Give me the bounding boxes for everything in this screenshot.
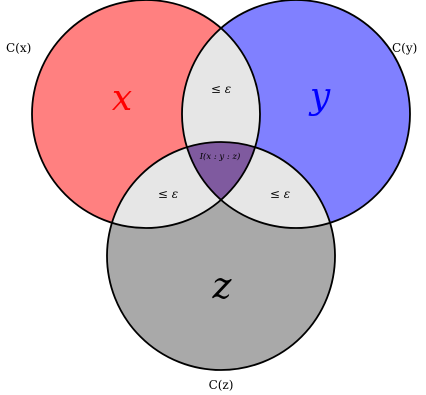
label-x: x	[112, 78, 132, 119]
label-z: z	[212, 266, 233, 307]
label-xz-bound: ≤ ε	[158, 187, 178, 201]
outline-y	[181, 0, 411, 229]
label-y: y	[308, 76, 331, 117]
label-cy: C(y)	[392, 41, 417, 55]
outline-z	[106, 141, 336, 371]
label-cx: C(x)	[6, 41, 31, 55]
overlap-xz	[107, 142, 260, 228]
outline-x	[31, 0, 261, 229]
label-cz: C(z)	[209, 378, 234, 392]
label-xyz-info: I(x : y : z)	[199, 151, 241, 162]
label-xy-bound: ≤ ε	[211, 82, 231, 96]
overlap-yz	[182, 142, 335, 228]
label-yz-bound: ≤ ε	[270, 187, 290, 201]
